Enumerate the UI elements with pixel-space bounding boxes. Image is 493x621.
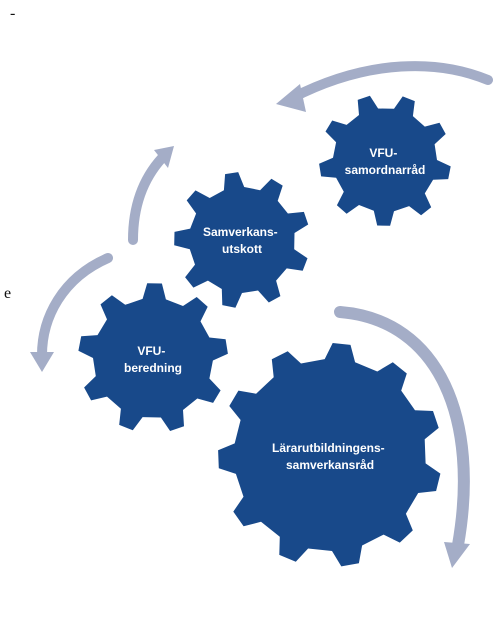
gear-label-vfu-beredning: VFU- beredning [124, 344, 182, 375]
gear-label-line: VFU- [369, 146, 397, 160]
gear-vfu-samordnarrad: VFU- samordnarråd [319, 95, 451, 226]
gear-label-line: VFU- [137, 344, 165, 358]
gear-shape [218, 343, 441, 567]
gear-label-line: samordnarråd [345, 163, 426, 177]
gear-label-line: Samverkans- [203, 225, 278, 239]
cycle-arrow-upper-left-head [154, 146, 174, 168]
cycle-arrow-right [334, 306, 470, 551]
gear-label-line: utskott [222, 242, 262, 256]
cycle-arrow-top [287, 61, 493, 103]
gear-vfu-beredning: VFU- beredning [78, 283, 228, 431]
cycle-arrow-right-head [444, 542, 470, 568]
gear-label-line: beredning [124, 361, 182, 375]
gear-lararutbildningens-samverkansrad: Lärarutbildningens- samverkansråd [218, 343, 441, 567]
gear-label-samverkansutskott: Samverkans- utskott [203, 225, 281, 256]
gear-shape [78, 283, 228, 431]
gear-label-line: Lärarutbildningens- [272, 441, 385, 455]
cycle-arrow-left-head [30, 352, 54, 372]
edge-text-top: - [10, 5, 16, 22]
gear-label-line: samverkansråd [286, 458, 374, 472]
gear-shape [174, 172, 309, 308]
gear-shape [319, 95, 451, 226]
cycle-arrow-top-head [276, 84, 306, 112]
cycle-arrow-upper-left [128, 153, 167, 245]
gear-label-lararutbildningens-samverkansrad: Lärarutbildningens- samverkansråd [272, 441, 388, 472]
cycle-arrow-left [37, 253, 113, 360]
edge-text-middle: e [4, 285, 12, 302]
gear-samverkansutskott: Samverkans- utskott [174, 172, 309, 308]
gear-label-vfu-samordnarrad: VFU- samordnarråd [345, 146, 426, 177]
